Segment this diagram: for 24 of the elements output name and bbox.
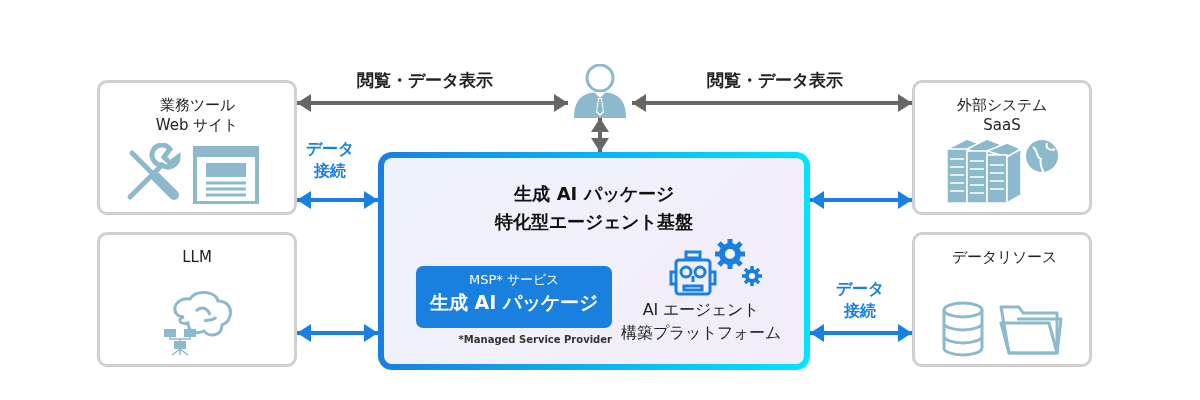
service-name: 生成 AI パッケージ — [428, 290, 599, 315]
edge-label: 閲覧・データ表示 — [704, 69, 846, 91]
llm-box — [97, 232, 297, 367]
platform-title: 生成 AI パッケージ — [513, 182, 675, 206]
footnote: *Managed Service Provider — [457, 334, 612, 345]
box-title: LLM — [182, 247, 212, 267]
arrow — [297, 324, 378, 342]
arrow — [591, 118, 609, 152]
tool-box — [97, 80, 297, 215]
edge-label: 閲覧・データ表示 — [354, 69, 496, 91]
service-label: MSP* サービス — [468, 271, 560, 289]
arrow — [297, 94, 568, 112]
arrow — [810, 191, 912, 209]
arrow — [810, 324, 912, 342]
system-box — [912, 80, 1092, 215]
platform-label: AI エージェント — [641, 299, 761, 321]
platform-title: 特化型エージェント基盤 — [493, 210, 694, 234]
arrow — [632, 94, 912, 112]
service-box — [416, 266, 612, 328]
arrow — [297, 191, 378, 209]
box-title: 業務ツール Web サイト — [154, 95, 240, 135]
box-title: 外部システム SaaS — [956, 95, 1048, 135]
platform-label: 構築プラットフォーム — [620, 322, 782, 344]
data-source-box — [912, 232, 1092, 367]
